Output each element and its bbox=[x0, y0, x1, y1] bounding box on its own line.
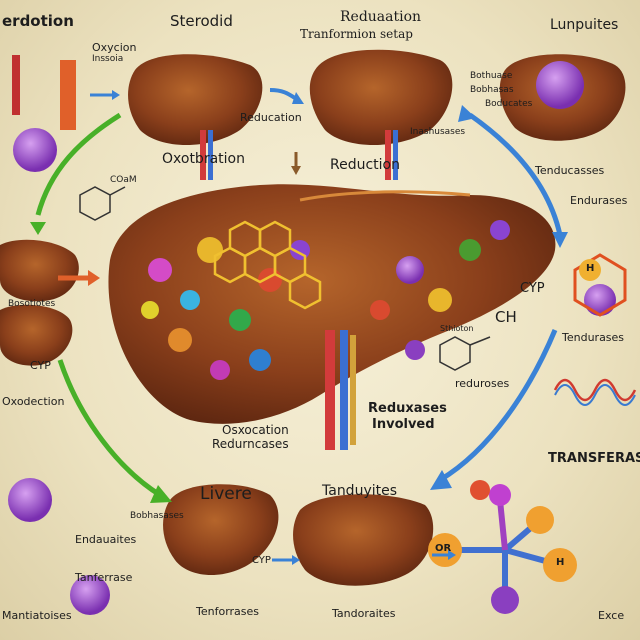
blue-arrow-bottom-right-small bbox=[432, 550, 456, 560]
liver-left-mid bbox=[0, 239, 79, 302]
label-osxocation: Osxocation bbox=[222, 423, 289, 437]
label-tenducasses: Tenducasses bbox=[535, 164, 605, 177]
blue-arrow-bottom-center bbox=[272, 555, 300, 565]
purple-atom-center bbox=[405, 340, 425, 360]
label-cyp-left: CYP bbox=[30, 359, 51, 372]
label-reduction: Reduction bbox=[330, 157, 400, 173]
label-endauaites: Endauaites bbox=[75, 533, 137, 546]
label-oxycion: Oxycion bbox=[92, 41, 137, 54]
molecule-left-skeletal bbox=[79, 186, 126, 221]
label-mantiatoises: Mantiatoises bbox=[2, 609, 72, 622]
purple-cluster-bottom bbox=[70, 575, 110, 615]
blue-arrow-top-right bbox=[458, 105, 568, 248]
liver-bottom-center bbox=[293, 494, 434, 586]
label-bobhasas: Bobhasas bbox=[470, 85, 514, 95]
molecule-right-ring bbox=[573, 253, 627, 317]
label-endurases: Endurases bbox=[570, 194, 628, 207]
orange-column bbox=[60, 60, 76, 130]
molecule-bottom-right bbox=[428, 480, 577, 614]
blue-arrow-small-top-left bbox=[90, 90, 120, 100]
label-reduxases: Reduxases bbox=[368, 401, 447, 416]
label-transferase: TRANSFERASE bbox=[548, 451, 640, 466]
molecule-center-skeletal bbox=[439, 336, 491, 371]
brown-arrow-down bbox=[291, 152, 301, 175]
green-arrow-bottom-left bbox=[57, 359, 172, 503]
label-bothuase: Bothuase bbox=[470, 71, 513, 81]
label-h-right: H bbox=[556, 557, 565, 568]
hexagon-lattice bbox=[213, 220, 322, 310]
liver-bottom-left bbox=[163, 484, 279, 575]
label-tandoraites: Tandoraites bbox=[332, 607, 396, 620]
label-cyp-bottom: CYP bbox=[252, 555, 271, 566]
liver-top-right bbox=[499, 54, 626, 141]
blue-arrow-top-center bbox=[269, 88, 304, 104]
label-top-center-title: Reduaation bbox=[340, 9, 422, 25]
label-exce: Exce bbox=[598, 609, 625, 622]
label-inashusases: Inashusases bbox=[410, 127, 466, 137]
label-inssoia: Inssoia bbox=[92, 54, 124, 64]
label-oxodection: Oxodection bbox=[2, 395, 65, 408]
central-liver bbox=[108, 184, 556, 450]
label-bosotiotes: Bosotiotes bbox=[8, 299, 56, 309]
label-h-top: H bbox=[586, 263, 595, 274]
label-tenforrases: Tenforrases bbox=[196, 605, 260, 618]
liver-left-lower bbox=[0, 304, 73, 366]
purple-cluster-left bbox=[13, 128, 57, 172]
label-boducates: Boducates bbox=[485, 99, 533, 109]
label-reduncases: Redurncases bbox=[212, 437, 289, 451]
label-ch: CH bbox=[495, 308, 517, 326]
label-reduroses: reduroses bbox=[455, 377, 510, 390]
label-tanduyites: Tanduyites bbox=[322, 483, 398, 499]
label-sthioton: Sthioton bbox=[440, 324, 474, 333]
label-top-center-sub: Tranformion setap bbox=[300, 27, 413, 41]
label-bobhasases: Bobhasases bbox=[130, 511, 184, 521]
label-top-right: Lunpuites bbox=[550, 17, 619, 33]
purple-cluster-right bbox=[584, 284, 616, 316]
liver-top-center bbox=[309, 49, 453, 180]
label-tendurases: Tendurases bbox=[562, 331, 625, 344]
colored-spheres bbox=[141, 220, 510, 380]
label-cyp-right: CYP bbox=[520, 281, 545, 296]
wave-graphic-2 bbox=[554, 384, 636, 406]
label-tanferrase: Tanferrase bbox=[75, 571, 133, 584]
green-arrow-top-left bbox=[30, 112, 122, 235]
orange-arrow-left bbox=[58, 270, 100, 286]
label-oxotbration: Oxotbration bbox=[162, 151, 245, 167]
purple-cluster-bottom-left bbox=[8, 478, 52, 522]
label-top-left: erdotion bbox=[2, 12, 74, 30]
label-coam: COaM bbox=[110, 175, 137, 185]
label-or: OR bbox=[435, 543, 452, 554]
label-involved: Involved bbox=[372, 417, 435, 432]
label-livere: Livere bbox=[200, 484, 252, 504]
red-column bbox=[12, 55, 20, 115]
blue-arrow-bottom-right bbox=[430, 329, 558, 490]
liver-top-center-left bbox=[128, 54, 263, 180]
wave-graphic bbox=[553, 378, 637, 402]
label-steroid: Sterodid bbox=[170, 12, 233, 30]
label-reducation-small: Reducation bbox=[240, 111, 302, 124]
